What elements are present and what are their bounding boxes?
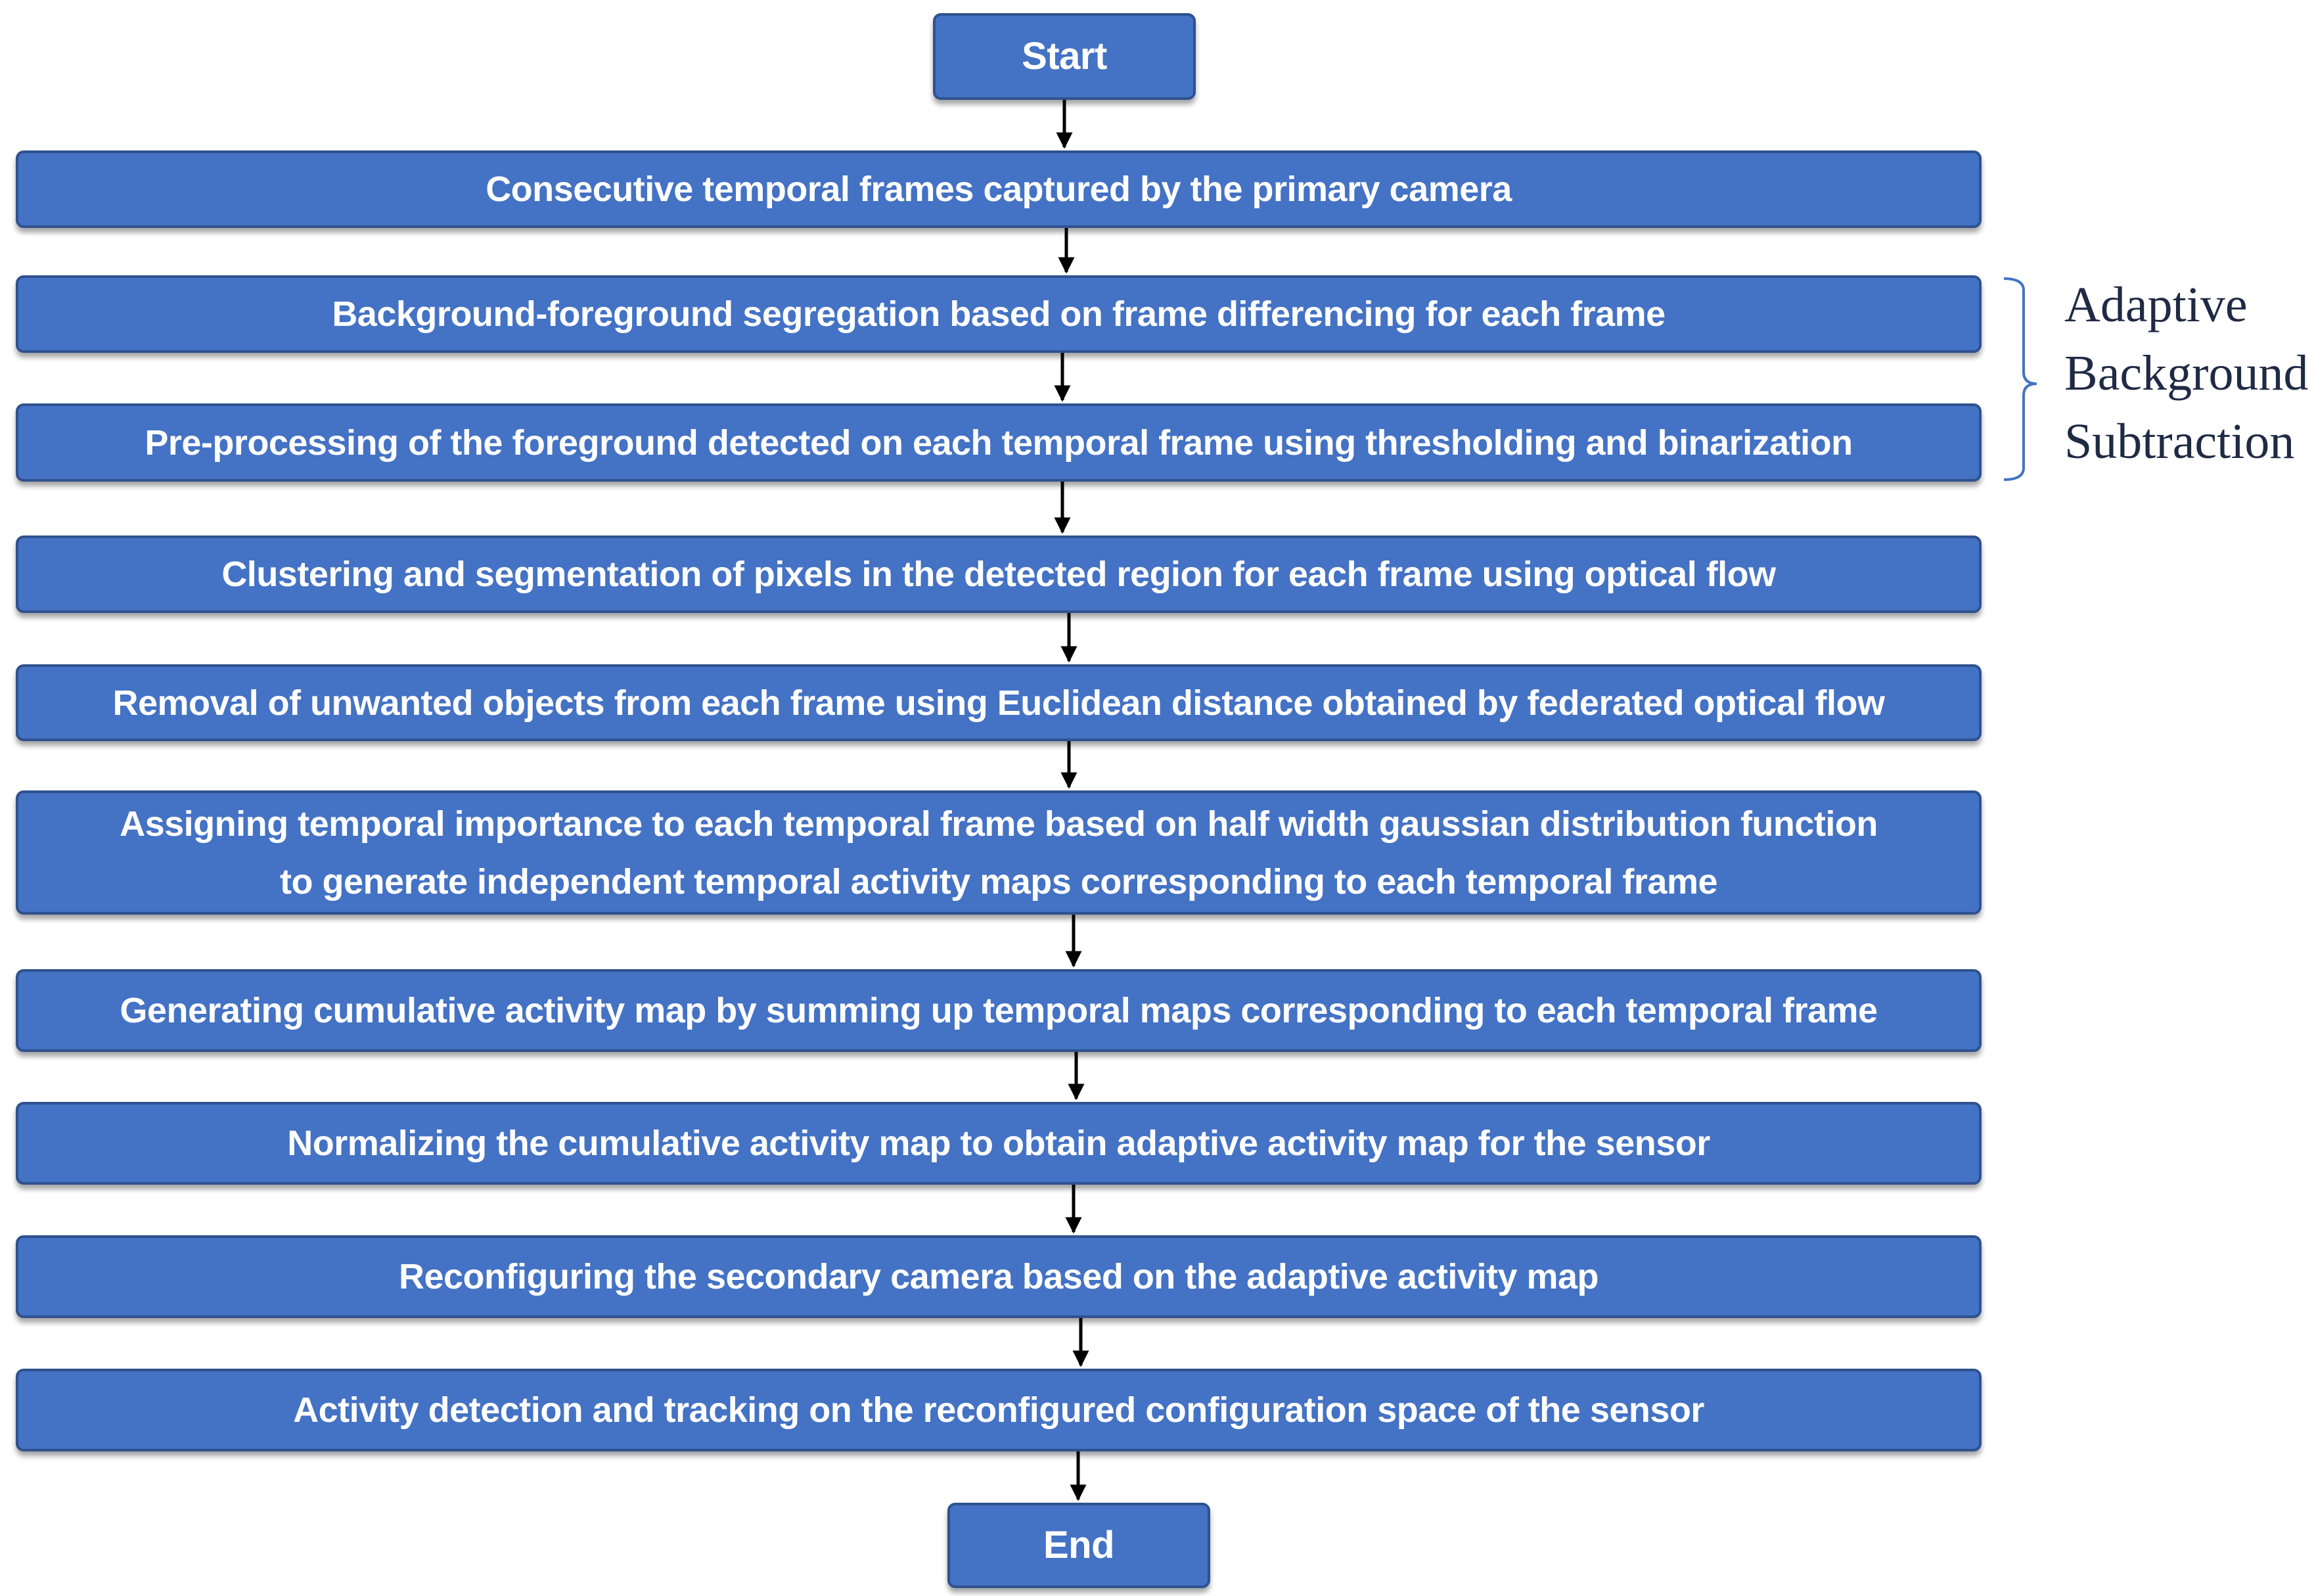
step-5-label: Removal of unwanted objects from each fr… — [112, 683, 1885, 723]
step-6-label-line-2: to generate independent temporal activit… — [279, 861, 1718, 901]
end-label: End — [1043, 1524, 1115, 1566]
step-8-box: Normalizing the cumulative activity map … — [16, 1102, 1982, 1185]
step-8-label: Normalizing the cumulative activity map … — [287, 1124, 1710, 1163]
step-6-label-line-1: Assigning temporal importance to each te… — [120, 804, 1878, 844]
step-9-box: Reconfiguring the secondary camera based… — [16, 1235, 1982, 1318]
step-4-label: Clustering and segmentation of pixels in… — [221, 555, 1776, 594]
step-10-box: Activity detection and tracking on the r… — [16, 1369, 1982, 1451]
start-node: Start — [933, 13, 1196, 100]
step-9-label: Reconfiguring the secondary camera based… — [398, 1257, 1599, 1296]
end-node: End — [947, 1503, 1210, 1588]
step-5-box: Removal of unwanted objects from each fr… — [16, 664, 1982, 741]
step-2-label: Background-foreground segregation based … — [332, 294, 1666, 334]
group-label-line-2: Background — [2064, 346, 2309, 401]
step-1-label: Consecutive temporal frames captured by … — [486, 170, 1512, 209]
step-6-box: Assigning temporal importance to each te… — [16, 790, 1982, 915]
step-2-box: Background-foreground segregation based … — [16, 275, 1982, 353]
group-label-line-3: Subtraction — [2064, 414, 2295, 469]
step-3-label: Pre-processing of the foreground detecte… — [145, 422, 1853, 463]
adaptive-background-subtraction-label: Adaptive Background Subtraction — [2064, 271, 2308, 476]
step-1-box: Consecutive temporal frames captured by … — [16, 150, 1982, 228]
start-label: Start — [1022, 35, 1107, 78]
group-label-line-1: Adaptive — [2064, 277, 2248, 332]
step-10-label: Activity detection and tracking on the r… — [293, 1390, 1704, 1430]
step-7-box: Generating cumulative activity map by su… — [16, 969, 1982, 1052]
step-3-box: Pre-processing of the foreground detecte… — [16, 403, 1982, 482]
step-4-box: Clustering and segmentation of pixels in… — [16, 536, 1982, 613]
group-bracket — [2003, 277, 2037, 481]
step-7-label: Generating cumulative activity map by su… — [120, 991, 1878, 1030]
